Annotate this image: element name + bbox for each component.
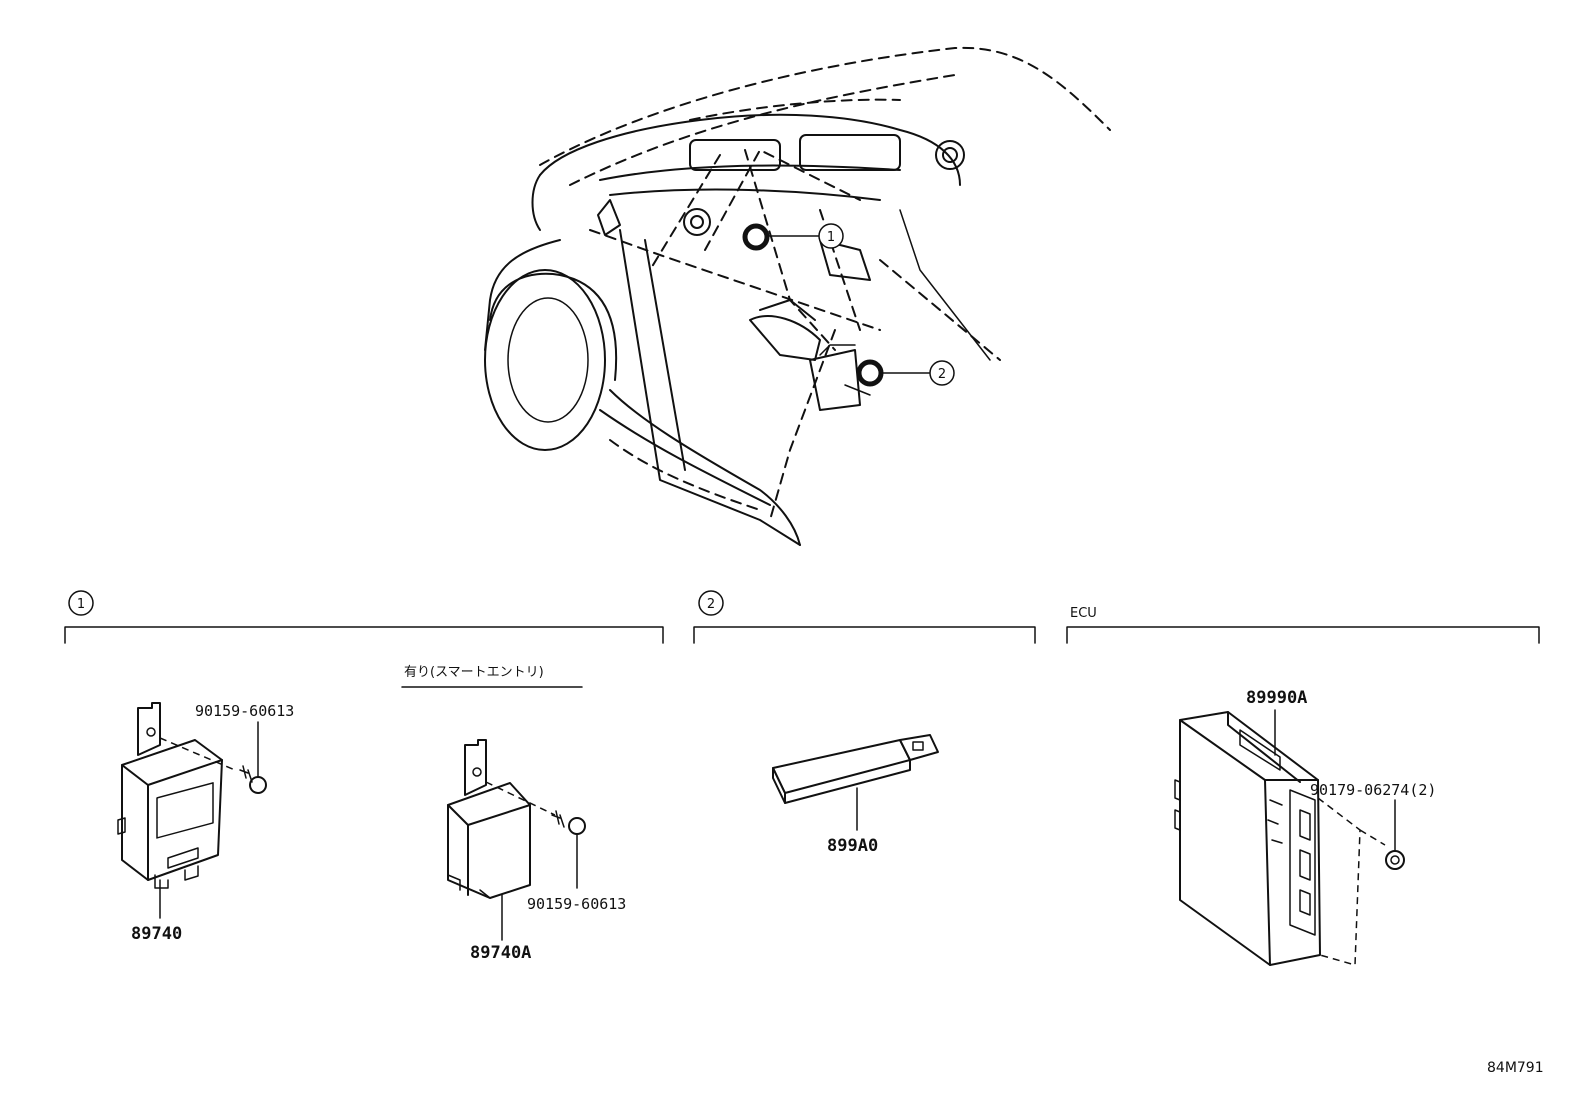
part-89740-illustration — [117, 702, 267, 919]
part-number-89740A: 89740A — [470, 943, 531, 963]
vehicle-dashboard-illustration — [484, 46, 1111, 546]
part-number-89740: 89740 — [131, 924, 182, 944]
callout-2-label: 2 — [938, 367, 946, 382]
part-89740A-illustration — [447, 739, 586, 941]
part-number-90179-06274: 90179-06274(2) — [1310, 781, 1436, 799]
part-number-899A0: 899A0 — [827, 836, 878, 856]
location-marker-1: 1 — [742, 223, 844, 251]
part-number-90159-60613-a: 90159-60613 — [195, 702, 294, 720]
location-marker-2: 2 — [856, 359, 955, 387]
smart-entry-note: 有り(スマートエントリ) — [401, 665, 583, 688]
part-number-90159-60613-b: 90159-60613 — [527, 895, 626, 913]
diagram-id: 84M791 — [1487, 1060, 1544, 1076]
part-89990A-illustration — [1174, 709, 1405, 966]
section-ecu-header: ECU — [1066, 606, 1540, 644]
part-number-89990A: 89990A — [1246, 688, 1307, 708]
section-2-header: 2 — [693, 590, 1036, 644]
section-2-number: 2 — [707, 597, 715, 612]
part-899A0-illustration — [772, 734, 939, 831]
section-ecu-label: ECU — [1070, 606, 1097, 621]
callout-1-label: 1 — [827, 230, 835, 245]
smart-entry-note-text: 有り(スマートエントリ) — [404, 665, 544, 680]
section-1-number: 1 — [77, 597, 85, 612]
section-1-header: 1 — [64, 590, 664, 644]
